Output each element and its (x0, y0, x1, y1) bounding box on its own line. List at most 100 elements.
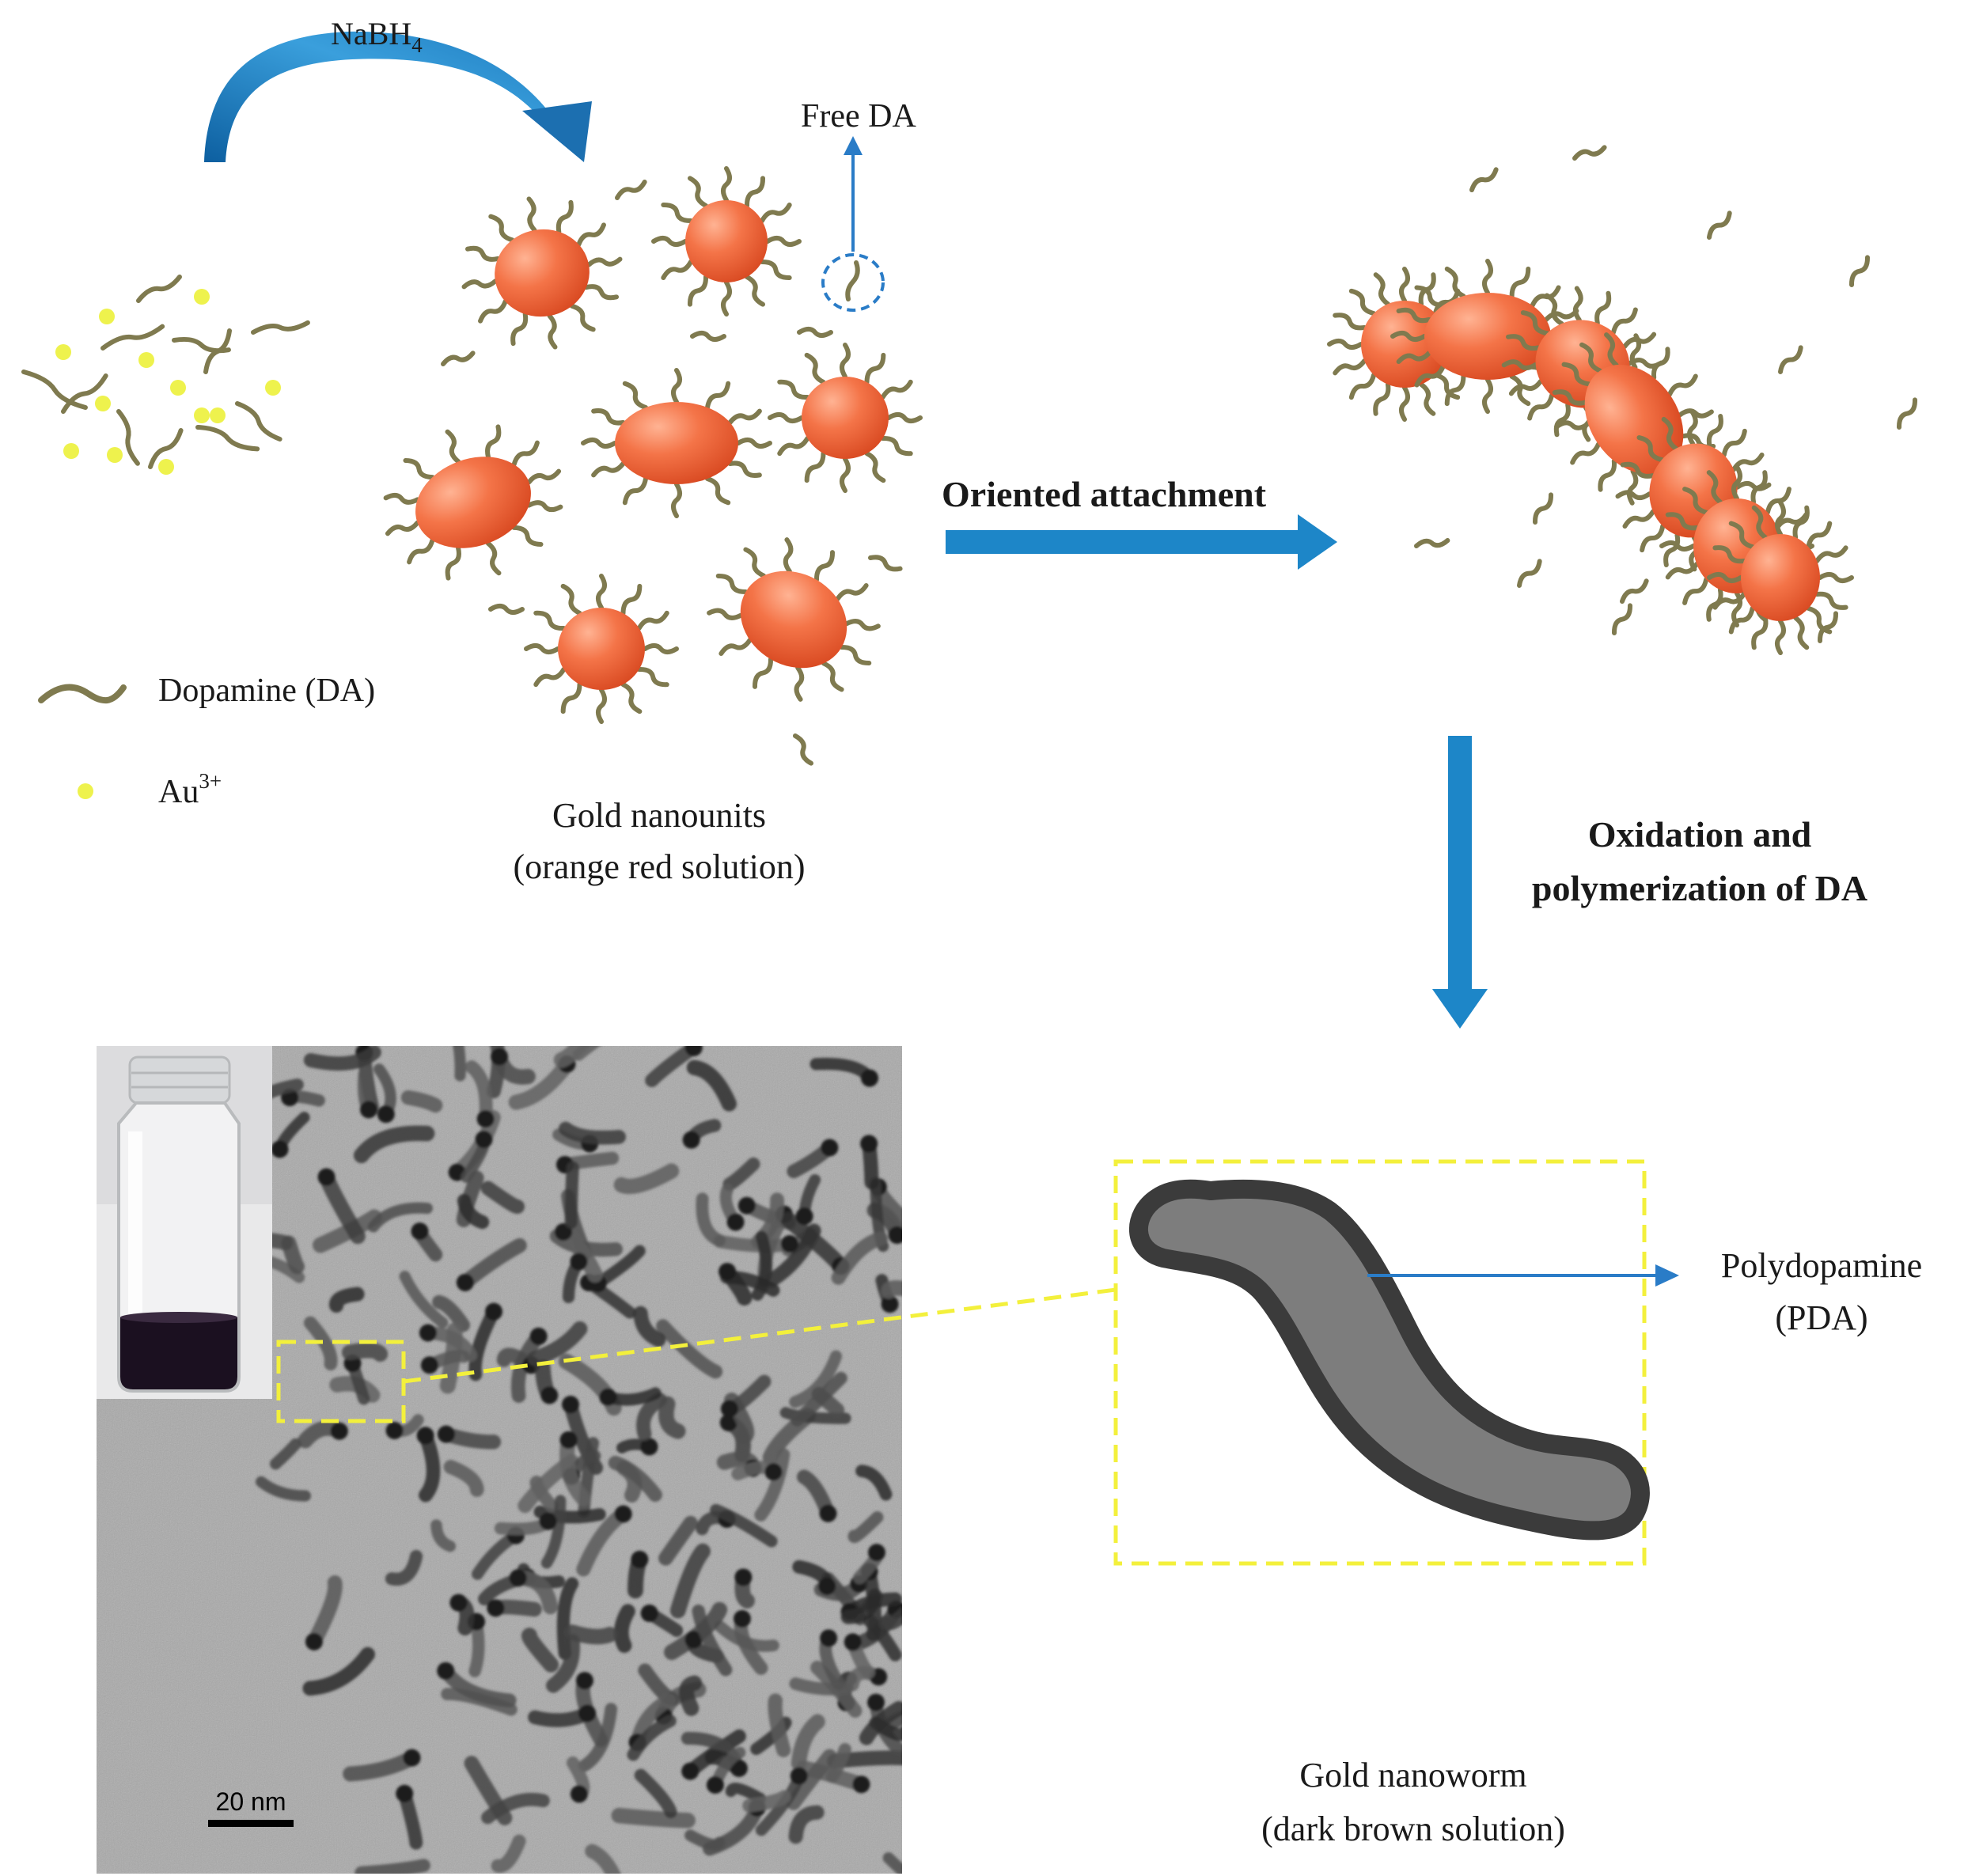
dopamine-ligand (1682, 577, 1709, 605)
dopamine-ligand (864, 352, 886, 385)
tem-nanoworm (491, 1834, 526, 1873)
dopamine-ligand (743, 547, 766, 578)
au-ion (63, 443, 79, 459)
au-ion (194, 407, 210, 423)
gold-nanoparticle (1707, 500, 1854, 655)
dopamine-ligand (1806, 521, 1833, 550)
tem-nanoworm (468, 1305, 501, 1381)
free-dopamine (1532, 492, 1554, 525)
dopamine-ligand (1793, 615, 1810, 650)
tem-nanoworm (633, 1306, 666, 1347)
zoom-box (1113, 1159, 1647, 1566)
nanoworm-caption-line1: Gold nanoworm (1299, 1756, 1526, 1795)
dopamine-ligand (636, 610, 669, 631)
tem-dark-particle (718, 1263, 737, 1281)
tem-nanoworm (614, 1604, 635, 1653)
oxidation-label-line2: polymerization of DA (1532, 868, 1867, 908)
dopamine-ligand (671, 482, 682, 518)
free-dopamine (1896, 397, 1918, 430)
tem-dark-particle (681, 1762, 700, 1780)
dopamine-ligand (661, 260, 693, 280)
tem-nanoworm (443, 1460, 484, 1497)
tem-dark-particle (540, 1386, 559, 1404)
dopamine-molecule (195, 425, 260, 452)
au-ion (210, 407, 226, 423)
tem-dark-particle (614, 1505, 632, 1523)
dopamine-ligand (1396, 307, 1432, 324)
tem-nanoworm (636, 1393, 667, 1442)
dopamine-ligand (622, 476, 648, 506)
dopamine-ligand (804, 451, 826, 483)
dopamine-ligand (403, 457, 435, 480)
tem-dark-particle (578, 1704, 597, 1723)
oriented-attachment-arrow (946, 514, 1337, 570)
gold-nanounits-cluster (383, 166, 923, 766)
free-da-label: Free DA (801, 98, 916, 135)
tem-nanoworm (399, 1271, 449, 1328)
dopamine-ligand (547, 313, 558, 350)
tem-nanoworm (627, 1715, 677, 1761)
tem-nanoworm (686, 1059, 737, 1112)
dopamine-ligand (1396, 351, 1432, 365)
tem-dark-particle (570, 1785, 588, 1803)
tem-dark-particle (317, 1168, 336, 1186)
dopamine-ligand (1620, 461, 1655, 479)
au-ion (265, 380, 281, 396)
vial-photo-inset (97, 1046, 272, 1399)
dopamine-ligand (488, 214, 515, 243)
tem-nanoworm (256, 1476, 311, 1502)
dopamine-ligand (727, 460, 762, 478)
tem-dark-particle (570, 1253, 588, 1271)
tem-nanoworm (270, 1438, 301, 1470)
dopamine-ligand (671, 368, 682, 404)
tem-dark-particle (529, 1327, 548, 1345)
tem-nanoworm (789, 1350, 843, 1408)
dopamine-ligand (1622, 509, 1655, 529)
tem-nanoworm (878, 1606, 902, 1631)
tem-dark-particle (706, 1776, 724, 1795)
tem-dark-particle (640, 1604, 658, 1622)
gold-nanoparticle (768, 343, 923, 493)
free-dopamine (488, 604, 525, 615)
dopamine-ligand (1604, 332, 1619, 368)
dopamine-ligand (835, 583, 869, 601)
tem-dark-particle (385, 1422, 404, 1440)
scale-bar-label: 20 nm (216, 1787, 286, 1816)
dopamine-ligand (1712, 592, 1746, 610)
dopamine-ligand (688, 176, 708, 208)
dopamine-ligand (1707, 572, 1743, 583)
legend-dopamine-label: Dopamine (DA) (158, 673, 375, 709)
dopamine-ligand (1552, 389, 1587, 406)
dopamine-ligand (783, 537, 794, 574)
dopamine-ligand (768, 412, 804, 423)
tem-nanoworm (553, 1046, 590, 1068)
vial-solution (120, 1317, 237, 1389)
dopamine-ligand (1721, 428, 1747, 458)
dopamine-ligand (526, 500, 563, 513)
tem-dark-particle (941, 1702, 958, 1719)
dopamine-ligand (1572, 286, 1583, 323)
au-ion (107, 447, 123, 463)
dopamine-ligand (510, 312, 529, 347)
gold-nanoparticle (524, 574, 679, 724)
tem-nanoworm (480, 1181, 525, 1215)
dopamine-molecule (21, 370, 88, 410)
dopamine-ligand (840, 343, 851, 379)
au-ion (138, 352, 154, 368)
dopamine-ligand (1814, 545, 1848, 563)
dopamine-ligand (1775, 500, 1786, 536)
legend (38, 684, 127, 799)
tem-dark-particle (780, 1235, 798, 1253)
dopamine-ligand (760, 259, 792, 281)
au-ion (170, 380, 186, 396)
dopamine-ligand (478, 299, 508, 324)
dopamine-ligand (1640, 523, 1666, 553)
dopamine-ligand (643, 643, 679, 654)
dopamine-ligand (1419, 381, 1436, 416)
tem-dark-particle (737, 1196, 756, 1215)
dopamine-ligand (1506, 334, 1541, 351)
dopamine-ligand (1543, 308, 1579, 322)
tem-nanoworm (564, 1161, 579, 1230)
dopamine-molecule (100, 324, 165, 351)
dopamine-ligand (744, 176, 766, 208)
